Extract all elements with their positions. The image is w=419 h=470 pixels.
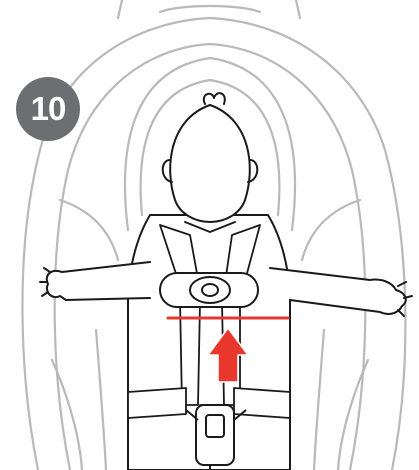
headrest-top-tab (118, 0, 300, 18)
chest-clip-center (202, 284, 218, 296)
headrest-top-tab-inner (160, 6, 260, 12)
side-wing-left (60, 200, 118, 260)
side-wing-right (302, 200, 360, 260)
buckle-button (206, 415, 224, 437)
lap-belt-left (128, 388, 186, 418)
seat-stitch-right (314, 330, 324, 470)
child-hair-curl (204, 93, 225, 104)
seat-stitch-left (96, 330, 106, 470)
chest-clip (160, 273, 258, 307)
step-number-badge: 10 (16, 77, 80, 141)
child-arm-left (47, 262, 150, 300)
child-head (170, 105, 250, 222)
step-number: 10 (31, 90, 66, 128)
